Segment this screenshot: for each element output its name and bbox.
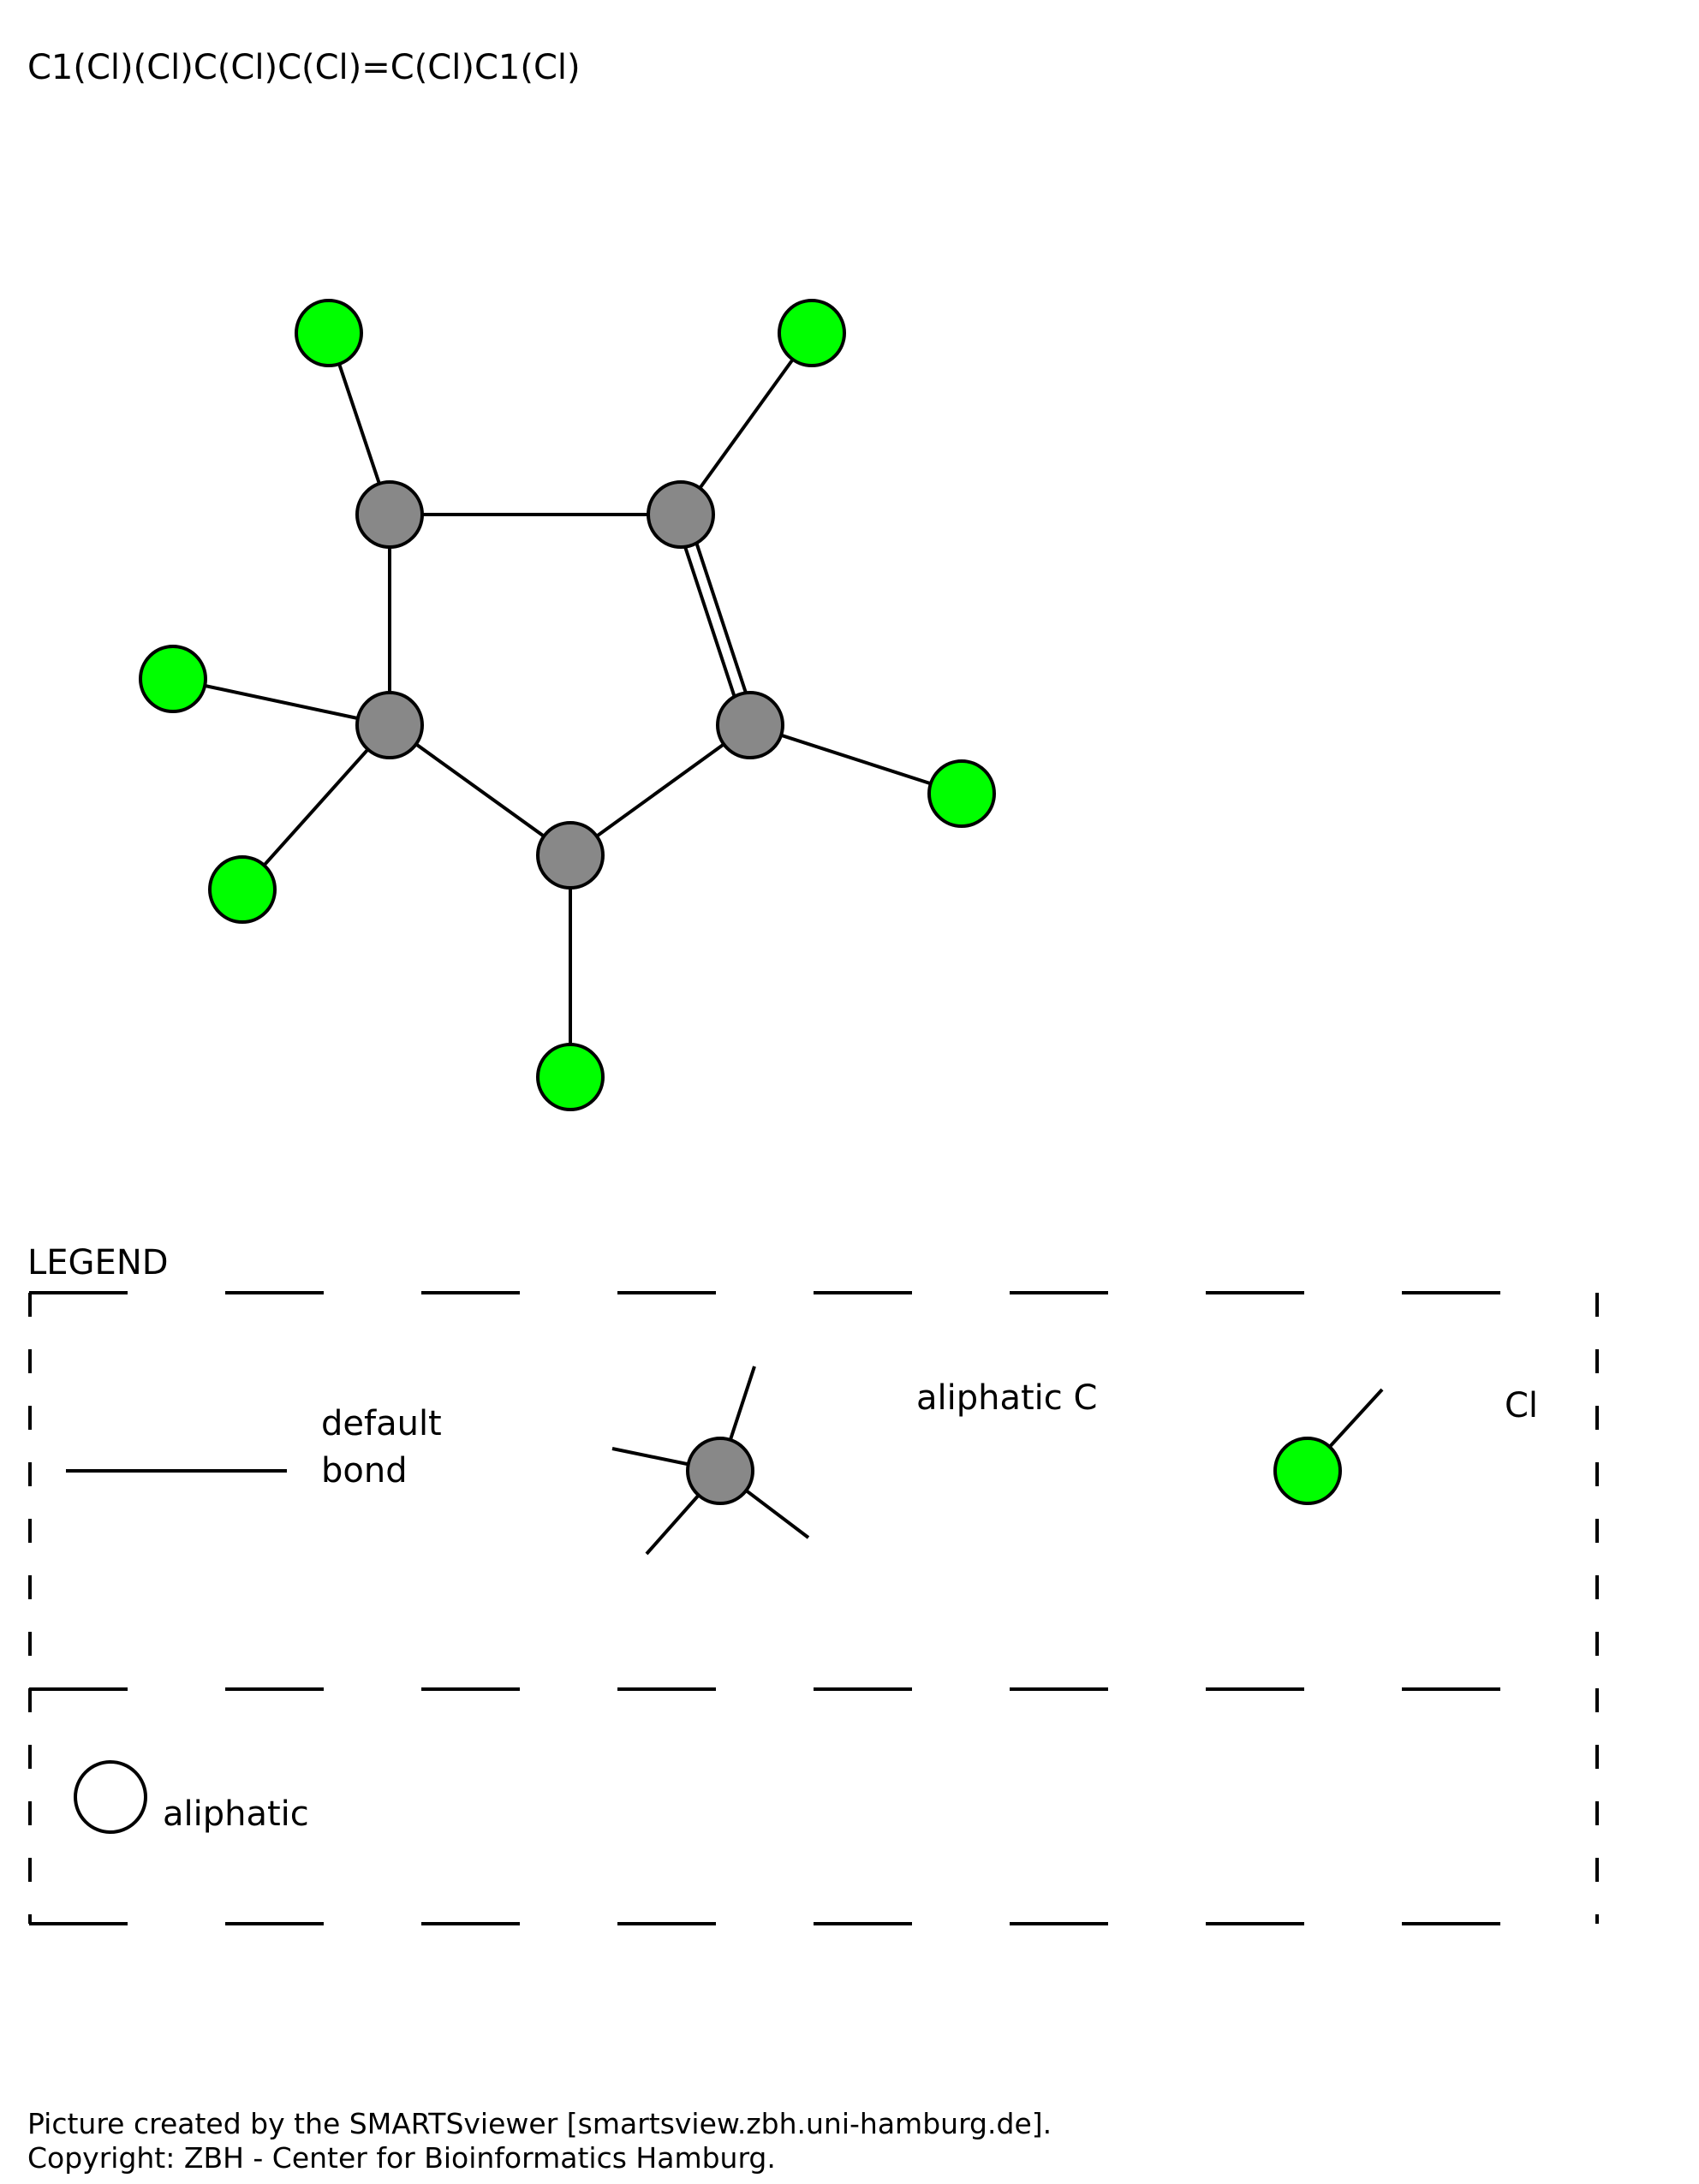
legend-default-bond: default bond [66,1404,442,1491]
double-bond-line [673,515,747,728]
carbon-atom [716,691,784,759]
single-bond [241,723,391,891]
carbon-atom [355,480,424,549]
legend-chlorine: Cl [1273,1386,1538,1505]
single-bond [679,331,814,516]
legend-title: LEGEND [27,1243,169,1282]
legend-frame [28,1291,1599,1925]
legend-chlorine-atom [1273,1437,1342,1505]
legend-aliphatic-circle [74,1760,147,1834]
footer-copyright: Copyright: ZBH - Center for Bioinformati… [27,2141,776,2175]
legend-aliphatic: aliphatic [74,1760,309,1834]
double-bond-line [684,512,758,724]
single-bond [172,677,390,727]
single-bond [388,723,572,857]
legend-aliphatic-c: aliphatic C [611,1366,1097,1556]
molecule-diagram [139,299,996,1111]
footer-credit: Picture created by the SMARTSviewer [sma… [27,2107,1052,2140]
carbon-atom [355,691,424,759]
chlorine-atom [139,645,207,713]
chlorine-atom [536,1043,605,1111]
chlorine-atom [778,299,846,367]
carbon-atom [647,480,715,549]
atoms [139,299,996,1111]
smiles-title: C1(Cl)(Cl)C(Cl)C(Cl)=C(Cl)C1(Cl) [27,48,581,87]
carbon-atom [536,821,605,890]
legend-cl-label: Cl [1505,1386,1538,1425]
chlorine-atom [295,299,363,367]
legend-carbon-atom [686,1437,754,1505]
legend-aliphatic-label: aliphatic [163,1794,309,1834]
legend-default-bond-label-2: bond [321,1451,408,1491]
chlorine-atom [927,759,996,828]
single-bond [569,723,752,857]
bonds [172,331,963,1077]
legend-aliphatic-c-label: aliphatic C [916,1378,1097,1418]
legend-default-bond-label-1: default [321,1404,442,1443]
single-bond [749,723,963,795]
chlorine-atom [208,855,277,924]
